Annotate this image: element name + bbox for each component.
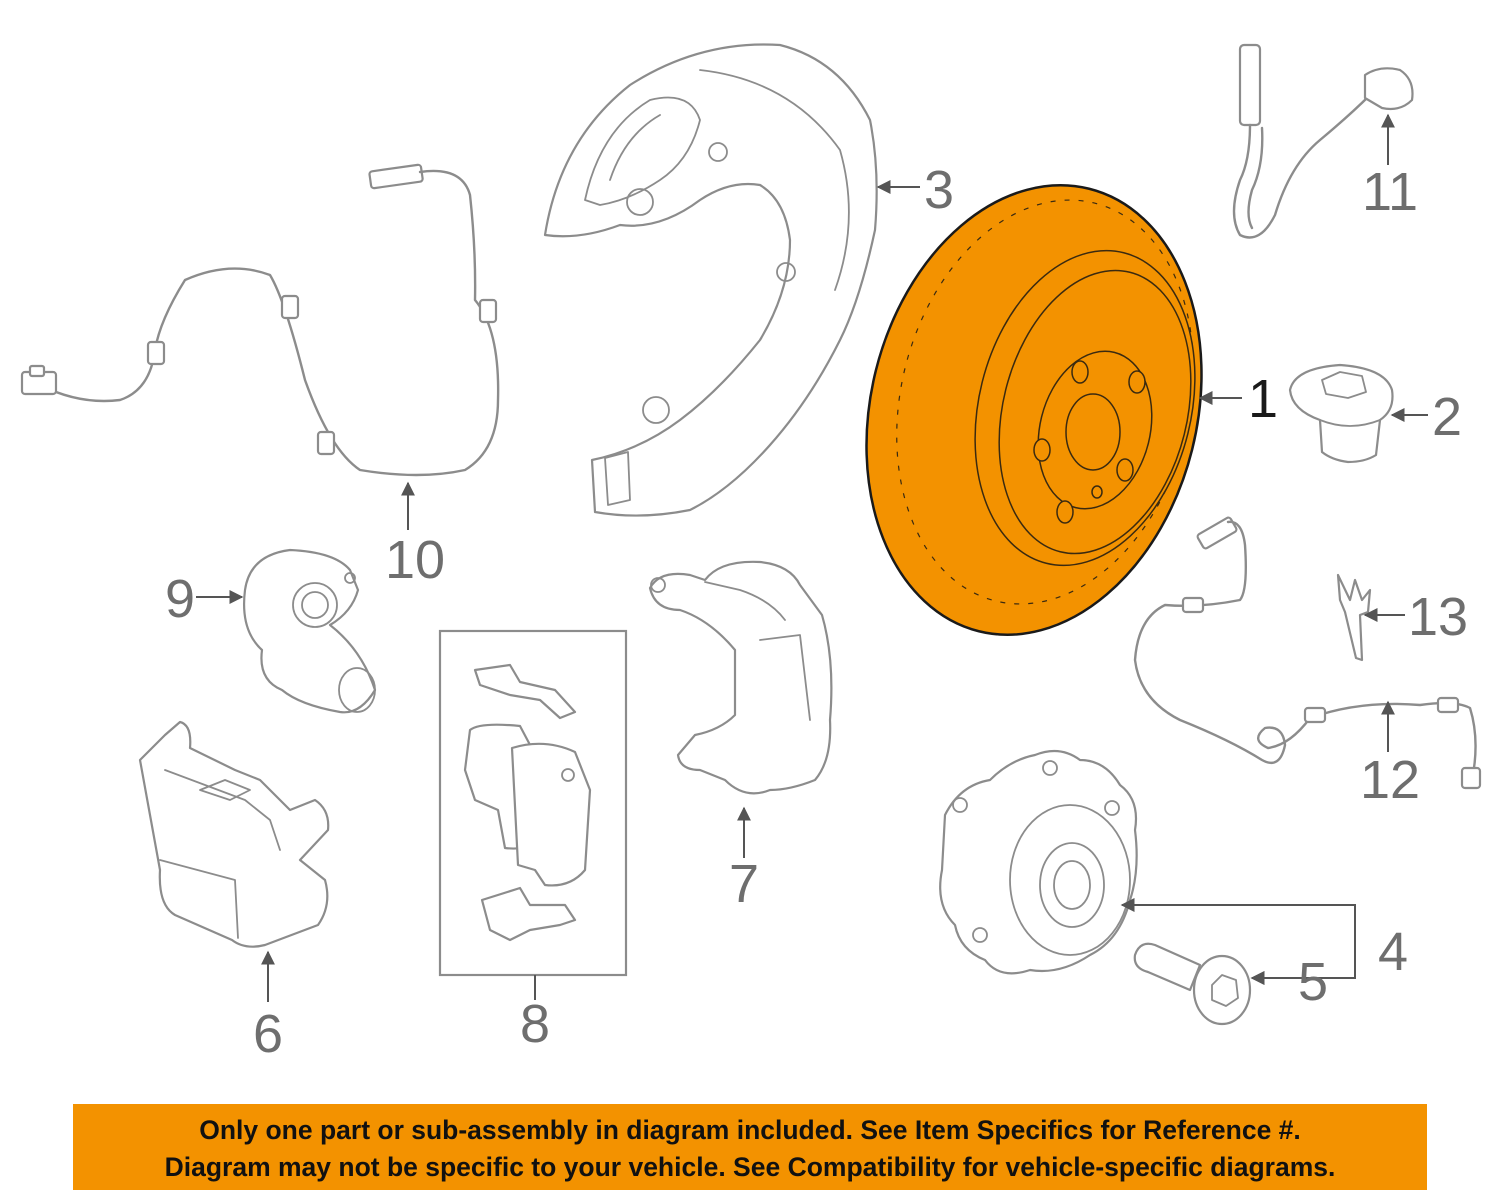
- part-12-wear-sensor-wire[interactable]: [1133, 516, 1482, 790]
- callout-1: 1: [1248, 369, 1278, 429]
- part-9-actuator-motor[interactable]: [243, 548, 377, 714]
- callout-3: 3: [924, 160, 954, 220]
- part-13-clip[interactable]: [1336, 573, 1372, 662]
- part-3-splash-shield[interactable]: [543, 43, 878, 517]
- callout-labels: 1 2 3 4 5 6 7 8 9 10 11 12 13: [165, 160, 1468, 1064]
- part-10-speed-sensor-wire[interactable]: [20, 163, 500, 477]
- part-6-brake-caliper[interactable]: [138, 720, 330, 948]
- disclaimer-line-1: Only one part or sub-assembly in diagram…: [199, 1115, 1301, 1145]
- part-1-brake-rotor[interactable]: [821, 149, 1248, 670]
- callout-11: 11: [1362, 162, 1418, 222]
- part-5-wheel-bolt[interactable]: [1133, 942, 1252, 1026]
- part-2-bolt[interactable]: [1288, 363, 1394, 464]
- leader-lines: [196, 113, 1428, 1002]
- callout-5: 5: [1298, 952, 1328, 1012]
- callout-6: 6: [253, 1004, 283, 1064]
- part-8-brake-pad-kit[interactable]: [438, 629, 628, 977]
- callout-10: 10: [385, 530, 445, 590]
- disclaimer-banner: Only one part or sub-assembly in diagram…: [73, 1104, 1427, 1190]
- part-7-caliper-bracket[interactable]: [648, 560, 833, 795]
- callout-4: 4: [1378, 922, 1408, 982]
- part-4-wheel-hub[interactable]: [939, 749, 1138, 975]
- callout-13: 13: [1408, 587, 1468, 647]
- callout-7: 7: [729, 854, 759, 914]
- callout-2: 2: [1432, 387, 1462, 447]
- callout-8: 8: [520, 994, 550, 1054]
- disclaimer-line-2: Diagram may not be specific to your vehi…: [164, 1152, 1336, 1182]
- part-11-wear-sensor[interactable]: [1232, 43, 1414, 239]
- callout-12: 12: [1360, 750, 1420, 810]
- callout-9: 9: [165, 569, 195, 629]
